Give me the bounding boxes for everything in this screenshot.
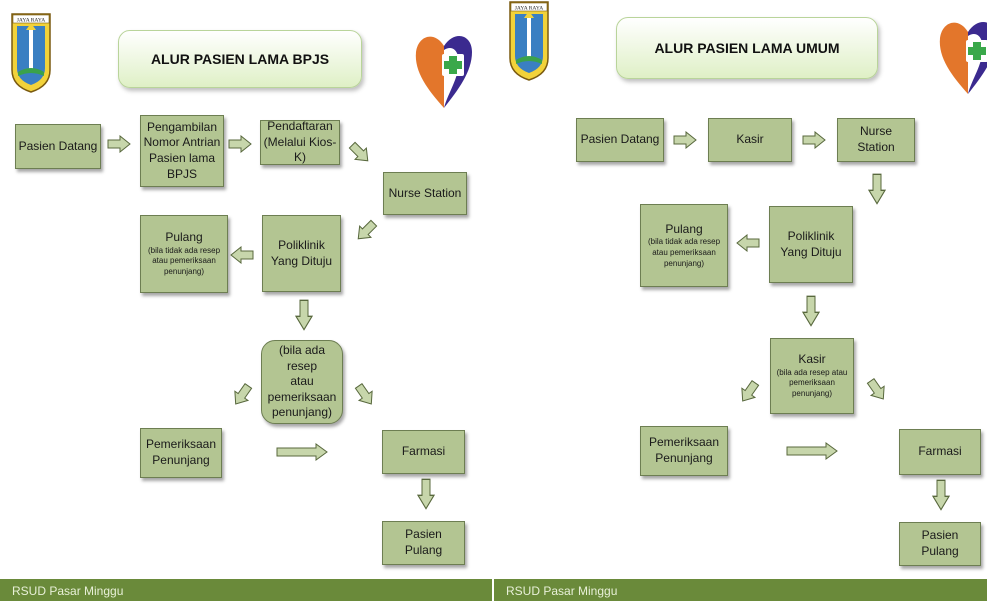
box-label-line: Yang Dituju	[270, 253, 333, 268]
box-label-line: Pemeriksaan	[145, 437, 217, 452]
arrow-down-right-icon	[354, 382, 373, 405]
box-note-line: (bila tidak ada resep	[647, 237, 721, 247]
box-title: Kasir	[798, 352, 826, 366]
footer-hospital-name: RSUD Pasar Minggu	[0, 579, 493, 601]
box-bila-ada-resep: (bila ada resep atau pemeriksaan penunja…	[261, 340, 343, 424]
box-note-line: atau pemeriksaan	[152, 256, 216, 266]
box-label-line: Pengambilan	[146, 119, 218, 134]
box-label: Nurse Station	[857, 124, 895, 154]
box-farmasi: Farmasi	[382, 430, 465, 474]
box-label-line: atau	[290, 374, 314, 389]
arrow-right-icon	[107, 135, 131, 153]
box-label: Farmasi	[401, 444, 446, 459]
box-nurse-station: Nurse Station	[837, 118, 915, 162]
box-kasir: Kasir	[708, 118, 792, 162]
jakarta-emblem-icon: JAYA RAYA	[509, 1, 549, 81]
box-label-line: Penunjang	[655, 451, 713, 465]
arrow-down-left-icon	[741, 379, 760, 402]
rs-heart-cross-logo-icon	[415, 35, 472, 108]
box-label-line: penunjang)	[271, 405, 333, 420]
box-pulang: Pulang (bila tidak ada resep atau pemeri…	[140, 215, 228, 293]
arrow-right-icon	[673, 131, 697, 149]
box-poliklinik: Poliklinik Yang Dituju	[262, 215, 341, 292]
box-farmasi: Farmasi	[899, 429, 981, 475]
box-label-line: Nomor Antrian	[143, 135, 221, 150]
box-label-line: pemeriksaan	[267, 389, 337, 404]
box-label: Nurse Station	[388, 185, 462, 200]
arrow-left-icon	[736, 234, 760, 252]
box-pendaftaran: Pendaftaran (Melalui Kios-K)	[260, 119, 340, 165]
box-pemeriksaan-penunjang: Pemeriksaan Penunjang	[640, 426, 728, 476]
arrow-right-icon	[802, 131, 826, 149]
box-label-line: Pendaftaran	[267, 119, 333, 134]
box-label: Farmasi	[918, 444, 962, 459]
arrow-down-icon	[932, 479, 950, 511]
box-label-line: Yang Dituju	[780, 244, 842, 259]
box-pasien-pulang: Pasien Pulang	[382, 521, 465, 565]
box-pasien-pulang: Pasien Pulang	[899, 522, 981, 566]
box-label-line: Penunjang	[152, 453, 210, 467]
box-title: Pulang	[165, 230, 203, 244]
box-label: Kasir	[736, 132, 764, 147]
box-nurse-station: Nurse Station	[383, 172, 467, 215]
arrow-right-icon	[228, 135, 252, 153]
box-pengambilan-nomor-antrian: Pengambilan Nomor Antrian Pasien lama BP…	[140, 115, 224, 187]
arrow-left-icon	[230, 246, 254, 264]
box-label: Pasien Pulang	[404, 527, 443, 557]
box-label-line: Poliklinik	[787, 228, 835, 243]
box-label: Pasien Pulang	[921, 528, 959, 558]
arrow-down-right-icon	[866, 377, 885, 400]
box-note-line: penunjang)	[163, 267, 205, 277]
box-pasien-datang: Pasien Datang	[15, 124, 101, 169]
box-note-line: (bila tidak ada resep	[147, 245, 221, 255]
emblem-label: JAYA RAYA	[17, 18, 46, 24]
box-pulang: Pulang (bila tidak ada resep atau pemeri…	[640, 204, 728, 287]
box-note-line: penunjang)	[791, 389, 833, 399]
box-label-line: (bila ada resep	[278, 343, 326, 373]
arrow-down-left-icon	[234, 382, 253, 405]
panel-alur-bpjs: JAYA RAYA ALUR PASIEN LAMA BPJS Pasien D…	[0, 0, 493, 601]
box-kasir-bila-ada-resep: Kasir (bila ada resep atau pemeriksaan p…	[770, 338, 854, 414]
arrow-down-icon	[295, 299, 313, 331]
arrow-down-icon	[868, 173, 886, 205]
box-note-line: atau pemeriksaan	[652, 247, 716, 257]
box-note-line: penunjang)	[663, 258, 705, 268]
arrow-right-icon	[276, 443, 328, 461]
arrow-down-left-icon	[357, 219, 378, 240]
emblem-label: JAYA RAYA	[515, 6, 544, 12]
footer-hospital-name: RSUD Pasar Minggu	[494, 579, 987, 601]
box-label-line: Poliklinik	[278, 237, 325, 252]
page-title: ALUR PASIEN LAMA UMUM	[616, 17, 878, 79]
arrow-down-right-icon	[348, 141, 369, 162]
box-label-line: (Melalui Kios-K)	[263, 134, 337, 165]
box-label-line: Pasien lama BPJS	[148, 151, 216, 181]
arrow-down-icon	[417, 478, 435, 510]
box-title: Pulang	[665, 221, 703, 236]
box-label: Pasien Datang	[18, 138, 98, 153]
jakarta-emblem-icon: JAYA RAYA	[11, 13, 51, 93]
box-pemeriksaan-penunjang: Pemeriksaan Penunjang	[140, 428, 222, 478]
box-poliklinik: Poliklinik Yang Dituju	[769, 206, 853, 283]
box-note-line: (bila ada resep atau	[776, 367, 848, 377]
box-label: Pasien Datang	[580, 132, 660, 147]
panel-alur-umum: JAYA RAYA ALUR PASIEN LAMA UMUM Pasien D…	[494, 0, 987, 601]
arrow-right-icon	[786, 442, 838, 460]
arrow-down-icon	[802, 295, 820, 327]
box-note-line: pemeriksaan	[789, 378, 835, 388]
page-title: ALUR PASIEN LAMA BPJS	[118, 30, 362, 88]
box-pasien-datang: Pasien Datang	[576, 118, 664, 162]
panel-divider	[492, 0, 495, 601]
rs-heart-cross-logo-icon	[939, 22, 987, 94]
box-label-line: Pemeriksaan	[648, 435, 720, 450]
